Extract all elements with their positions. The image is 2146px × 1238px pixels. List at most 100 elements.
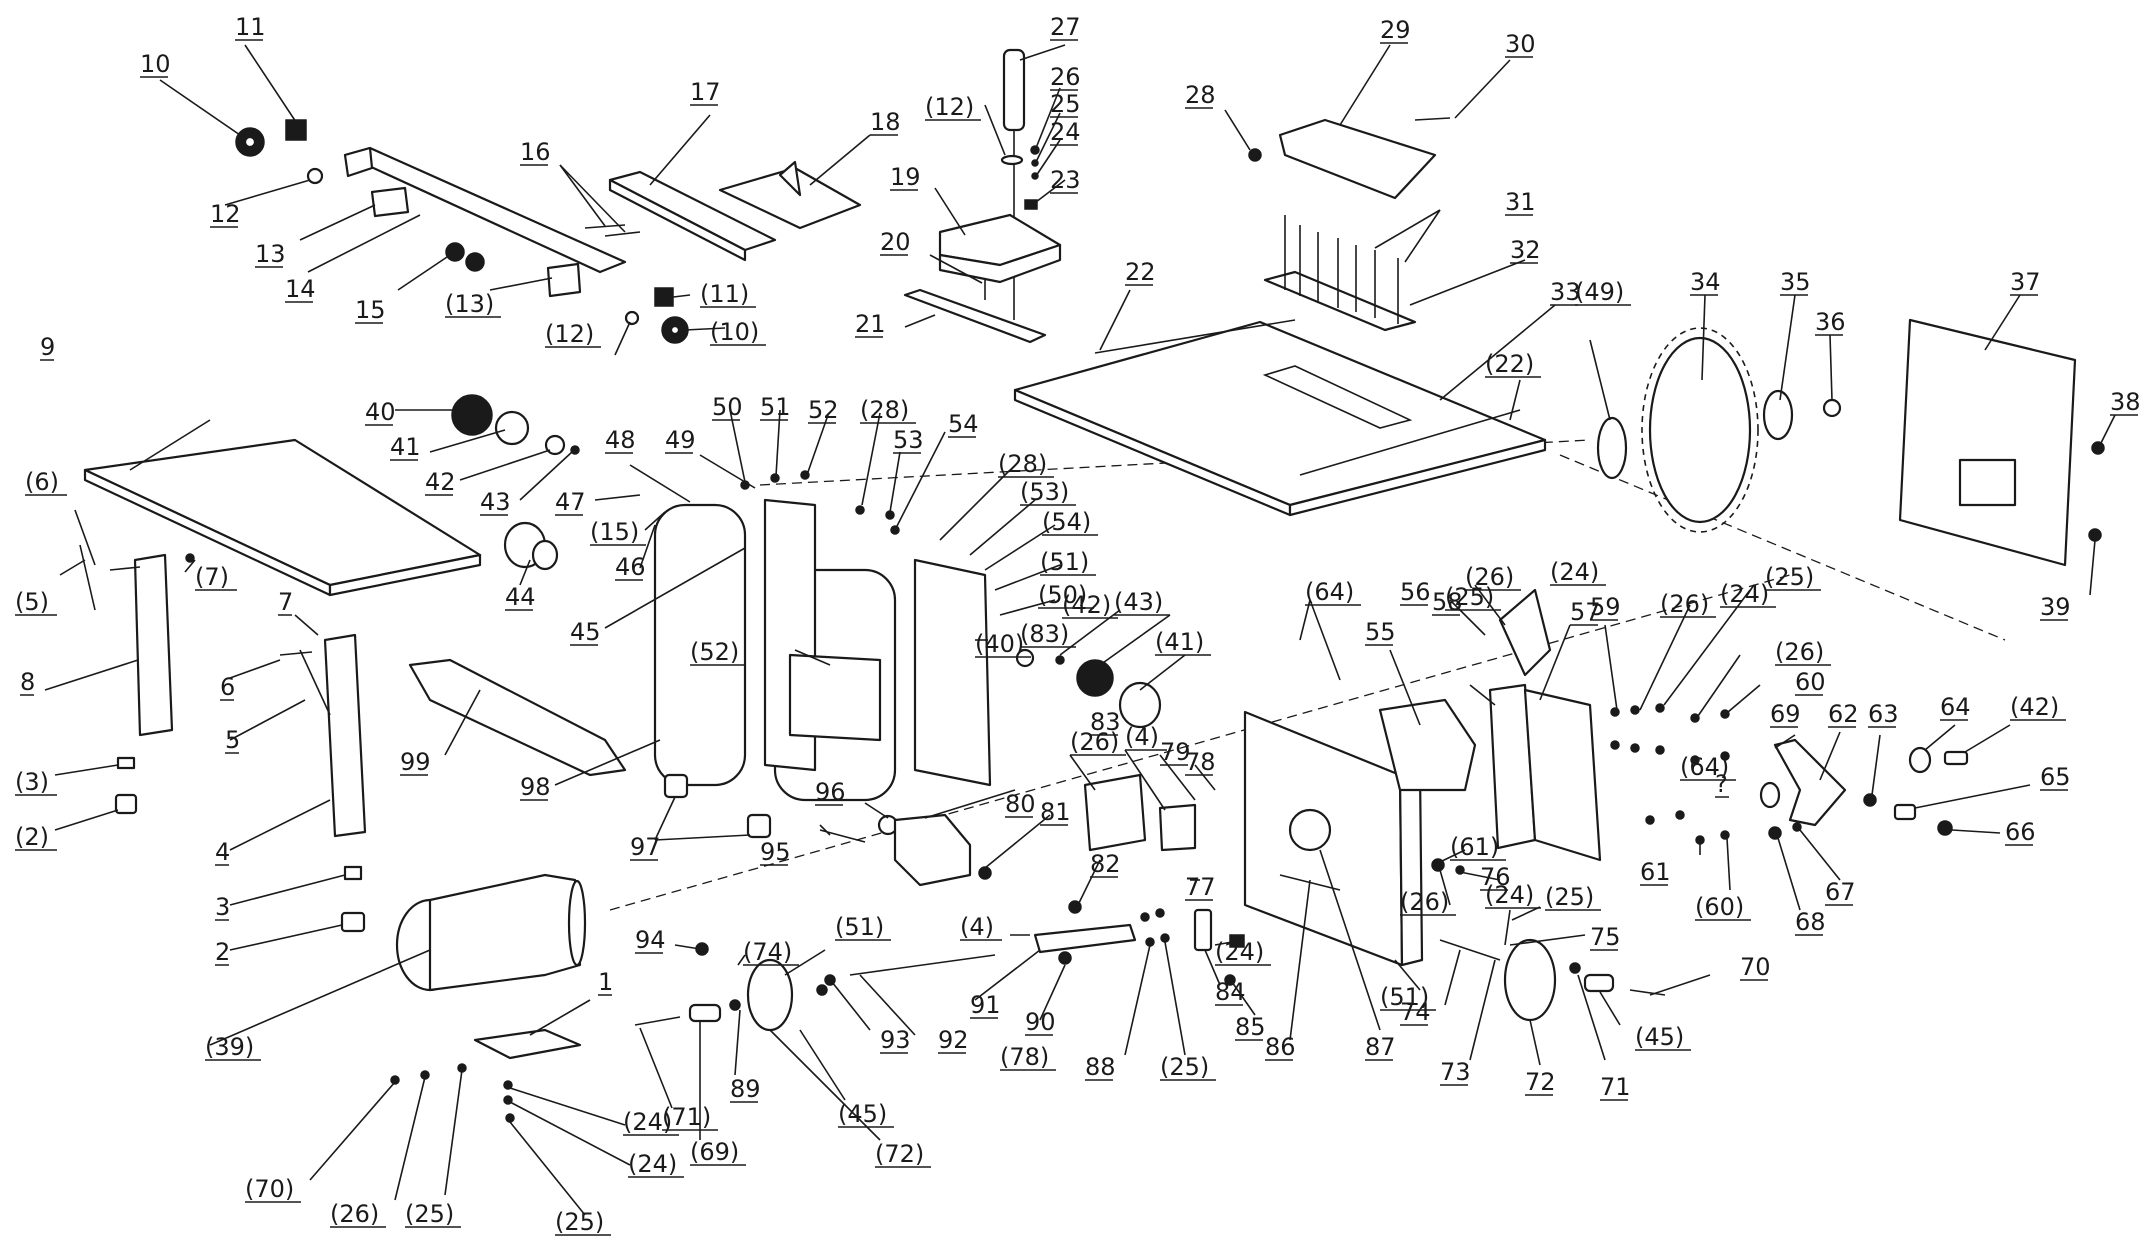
part-number-text: 85 <box>1235 1013 1266 1041</box>
part-number-text: 74 <box>1400 998 1431 1026</box>
motor-plate-83 <box>788 653 882 742</box>
panel-window <box>1958 458 2017 507</box>
part-number-text: (43) <box>1114 588 1163 616</box>
nut-89 <box>1058 951 1072 965</box>
part-label: (51) <box>1040 548 1096 576</box>
foot-97b <box>746 813 772 839</box>
foot-3b <box>343 865 363 881</box>
part-label: 14 <box>285 275 316 303</box>
part-number-text: 88 <box>1085 1053 1116 1081</box>
part-label: 43 <box>480 488 511 516</box>
motor-mount-94 <box>473 1028 582 1060</box>
table-slot <box>1262 365 1413 429</box>
part-label: 38 <box>2110 388 2141 416</box>
rail-22 <box>1094 319 1296 354</box>
pulley-40 <box>451 394 493 436</box>
part-number-text: 7 <box>278 588 293 616</box>
part-label: (64) <box>1680 753 1736 781</box>
washer-42c <box>1908 746 1932 774</box>
part-label: 94 <box>635 926 666 954</box>
foot-2b <box>340 911 366 933</box>
part-label: 96 <box>815 778 846 806</box>
part-number-text: 33 <box>1550 278 1581 306</box>
washer-68 <box>1792 822 1802 832</box>
part-number-text: 50 <box>712 393 743 421</box>
part-number-text: (25) <box>405 1200 454 1228</box>
part-label: 98 <box>520 773 551 801</box>
part-label: (78) <box>1000 1043 1056 1071</box>
part-label: 31 <box>1505 188 1536 216</box>
part-number-text: (10) <box>710 318 759 346</box>
saw-blade-35-teeth <box>1641 327 1759 533</box>
part-label: (40) <box>975 630 1031 658</box>
part-number-text: 71 <box>1600 1073 1631 1101</box>
part-number-text: (11) <box>700 280 749 308</box>
part-number-text: (5) <box>15 588 49 616</box>
part-26 <box>1030 145 1040 155</box>
part-number-text: 45 <box>570 618 601 646</box>
part-number-text: 40 <box>365 398 396 426</box>
part-number-text: (70) <box>245 1175 294 1203</box>
bracket-13b <box>546 262 582 298</box>
part-number-text: 72 <box>1525 1068 1556 1096</box>
part-number-text: 75 <box>1590 923 1621 951</box>
part-number-text: 62 <box>1828 700 1859 728</box>
part-number-text: 98 <box>520 773 551 801</box>
part-label: 24 <box>1050 118 1081 146</box>
part-label: 16 <box>520 138 551 166</box>
part-label: (6) <box>25 468 67 496</box>
knob-10 <box>235 127 265 157</box>
part-number-text: 30 <box>1505 30 1536 58</box>
part-number-text: 46 <box>615 553 646 581</box>
part-label: (45) <box>1635 1023 1691 1051</box>
part-number-text: (26) <box>1400 888 1449 916</box>
part-number-text: 70 <box>1740 953 1771 981</box>
part-label: (25) <box>1765 563 1821 591</box>
pin-69 <box>634 1016 681 1026</box>
part-number-text: 79 <box>1160 738 1191 766</box>
part-number-text: 28 <box>1185 81 1216 109</box>
part-number-text: 80 <box>1005 790 1036 818</box>
part-number-text: (61) <box>1450 833 1499 861</box>
part-number-text: 87 <box>1365 1033 1396 1061</box>
screw-30 <box>1414 117 1451 121</box>
part-number-text: 23 <box>1050 166 1081 194</box>
part-label: 23 <box>1050 166 1081 194</box>
part-label: (45) <box>838 1100 894 1128</box>
part-number-text: 48 <box>605 426 636 454</box>
part-number-text: 67 <box>1825 878 1856 906</box>
part-label: (4) <box>960 913 1002 941</box>
part-label: 21 <box>855 310 886 338</box>
sleeve-70 <box>688 1003 722 1023</box>
screw-28 <box>1248 148 1262 162</box>
part-label: 87 <box>1365 1033 1396 1061</box>
nut-67 <box>1937 820 1953 836</box>
handwheel-71b <box>1503 938 1557 1022</box>
part-number-text: 82 <box>1090 850 1121 878</box>
fasteners-24-26 <box>390 1063 515 1123</box>
part-number-text: (42) <box>2010 693 2059 721</box>
handwheel-71 <box>746 958 794 1032</box>
part-number-text: (25) <box>555 1208 604 1236</box>
part-number-text: 18 <box>870 108 901 136</box>
part-number-text: 13 <box>255 240 286 268</box>
frame-45 <box>653 503 747 787</box>
part-label: 41 <box>390 433 421 461</box>
part-label: 72 <box>1525 1068 1556 1096</box>
part-label: (54) <box>1042 508 1098 536</box>
screw-6 <box>109 566 141 571</box>
foot-3 <box>116 756 136 770</box>
part-label: (24) <box>623 1108 679 1136</box>
part-number-text: (7) <box>195 563 229 591</box>
part-label: 8 <box>20 668 35 696</box>
part-label: 12 <box>210 200 241 228</box>
nut-43b <box>1055 655 1065 665</box>
flange-34 <box>1596 416 1628 480</box>
part-number-text: 56 <box>1400 578 1431 606</box>
part-label: (83) <box>1020 620 1076 648</box>
part-label: (24) <box>1720 580 1776 608</box>
part-label: (13) <box>445 290 501 318</box>
knob-10b <box>661 316 689 344</box>
part-label: (25) <box>405 1200 461 1228</box>
part-label: (24) <box>628 1150 684 1178</box>
